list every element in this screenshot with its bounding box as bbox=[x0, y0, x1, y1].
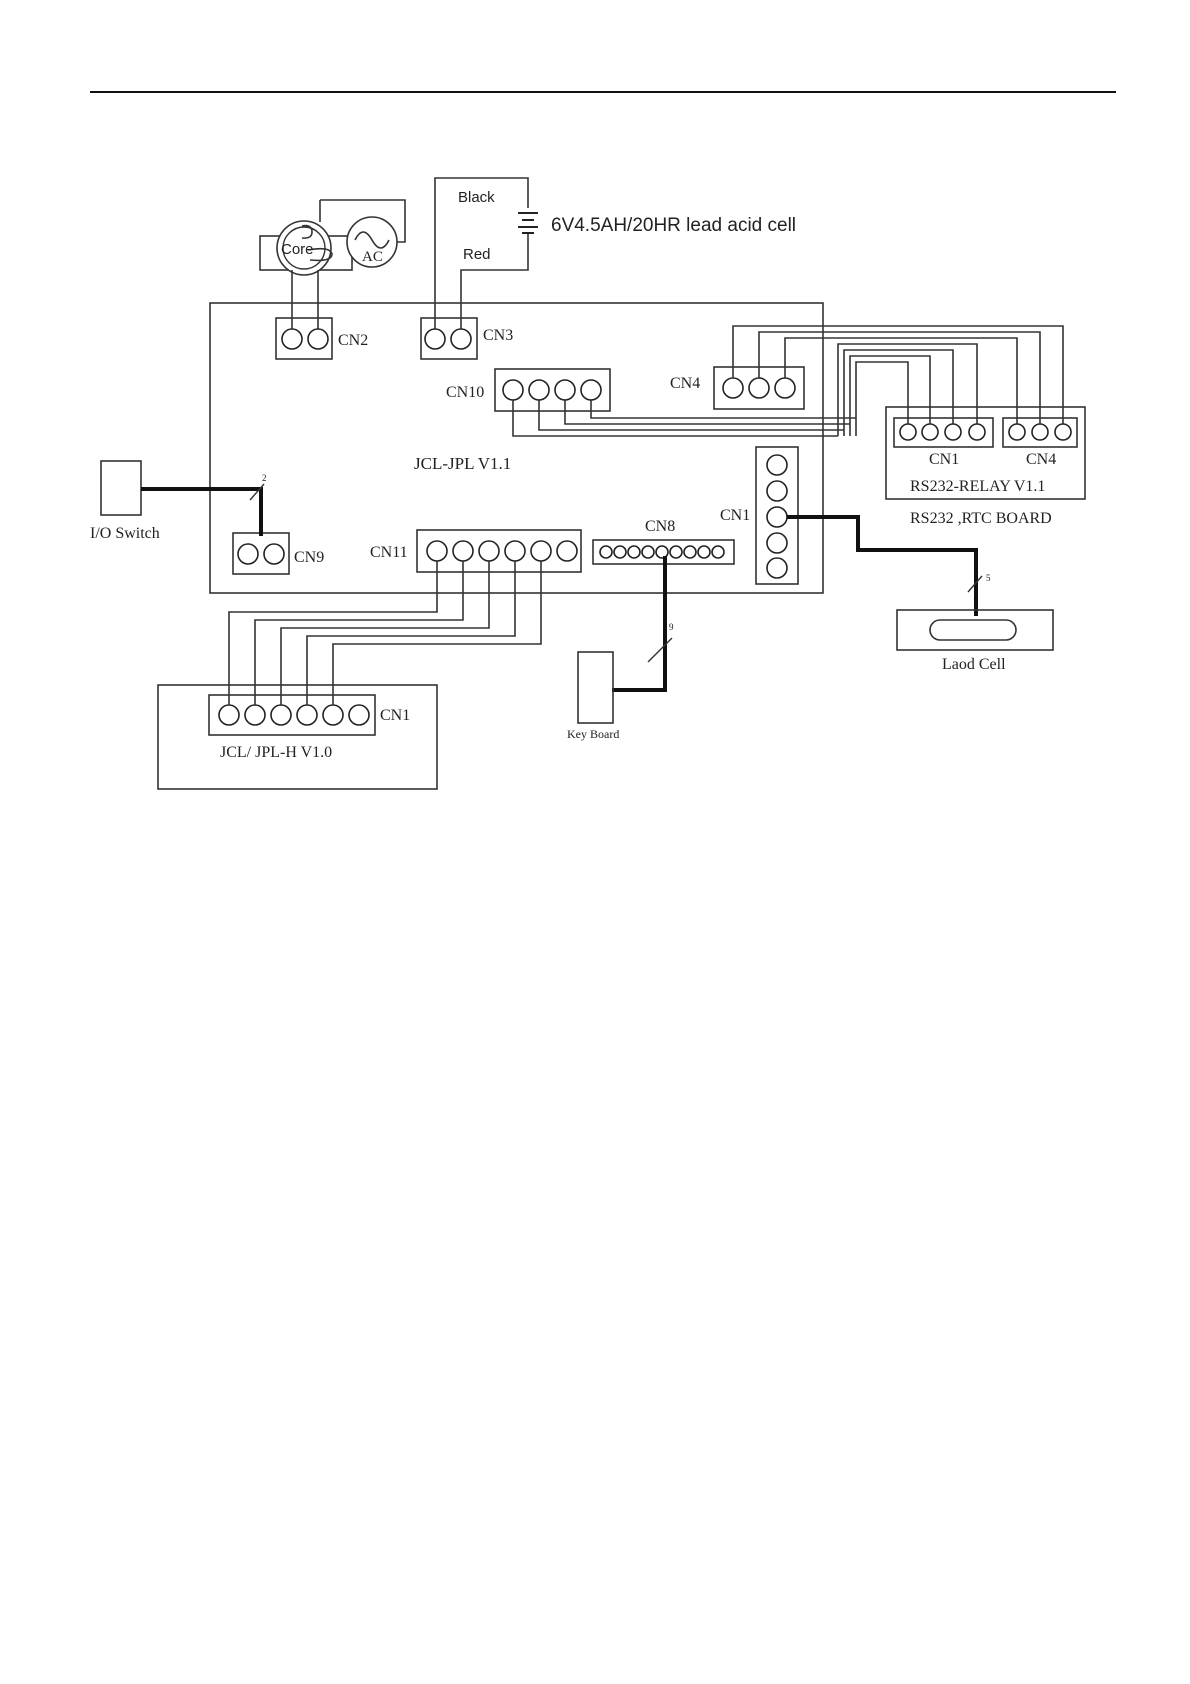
ac-label: AC bbox=[362, 249, 383, 265]
load-cell-symbol bbox=[930, 620, 1016, 640]
display-board-outline bbox=[158, 685, 437, 789]
cn11-label: CN11 bbox=[370, 544, 408, 561]
cn2-pin bbox=[308, 329, 328, 349]
rs-cn4-pin bbox=[1032, 424, 1048, 440]
lc-cable-count: 5 bbox=[986, 573, 991, 583]
cn1-main-pin bbox=[767, 533, 787, 553]
core-label: Core bbox=[281, 241, 314, 258]
main-board-label: JCL-JPL V1.1 bbox=[414, 454, 511, 473]
kb-cable-count: 9 bbox=[669, 622, 674, 632]
rs-cn4-pin bbox=[1055, 424, 1071, 440]
cn1-main-pin bbox=[767, 558, 787, 578]
rs232-relay-board: CN1 CN4 RS232-RELAY V1.1 RS232 ,RTC BOAR… bbox=[886, 407, 1085, 527]
battery-symbol bbox=[518, 213, 538, 233]
cn11-pin bbox=[427, 541, 447, 561]
cn4-main-label: CN4 bbox=[670, 375, 700, 392]
rs-cn1-pin bbox=[945, 424, 961, 440]
red-wire-label: Red bbox=[463, 246, 491, 263]
load-cell-section: 5 Laod Cell bbox=[787, 517, 1053, 673]
cn11-display-wiring bbox=[229, 561, 541, 705]
rs-cn1-pin bbox=[922, 424, 938, 440]
cn1-main-pin bbox=[767, 455, 787, 475]
black-wire-label: Black bbox=[458, 189, 495, 206]
key-board-box bbox=[578, 652, 613, 723]
cn1-main-label: CN1 bbox=[720, 507, 750, 524]
load-cell-label: Laod Cell bbox=[942, 656, 1006, 673]
display-cn1-pin bbox=[297, 705, 317, 725]
cn10-label: CN10 bbox=[446, 384, 484, 401]
key-board-section: 9 Key Board bbox=[567, 556, 674, 741]
cn4-main-pin bbox=[775, 378, 795, 398]
display-board: CN1 JCL/ JPL-H V1.0 bbox=[158, 685, 437, 789]
key-board-cable bbox=[612, 556, 665, 690]
display-cn1-pin bbox=[245, 705, 265, 725]
cn9-pin bbox=[238, 544, 258, 564]
ac-power-input: Core AC bbox=[260, 200, 405, 330]
cn11-pin bbox=[505, 541, 525, 561]
io-switch-box bbox=[101, 461, 141, 515]
load-cell-cable bbox=[787, 517, 976, 616]
main-board: JCL-JPL V1.1 CN2 CN3 CN10 CN4 CN9 bbox=[210, 303, 823, 593]
rtc-board-label: RS232 ,RTC BOARD bbox=[910, 510, 1052, 527]
display-cn1-pin bbox=[219, 705, 239, 725]
display-board-label: JCL/ JPL-H V1.0 bbox=[220, 744, 332, 761]
cn2-pin bbox=[282, 329, 302, 349]
battery-section: Black Red 6V4.5AH/20HR lead acid cell bbox=[435, 178, 796, 330]
cn10-pin bbox=[529, 380, 549, 400]
display-cn1-pin bbox=[349, 705, 369, 725]
kb-cable-slash bbox=[648, 638, 672, 662]
io-switch-section: 2 I/O Switch bbox=[90, 461, 267, 542]
io-cable-count: 2 bbox=[262, 473, 267, 483]
display-cn1-pin bbox=[271, 705, 291, 725]
rs-cn1-pin bbox=[969, 424, 985, 440]
cn11-pin bbox=[531, 541, 551, 561]
rs-cn4-pin bbox=[1009, 424, 1025, 440]
key-board-label: Key Board bbox=[567, 727, 619, 741]
io-switch-label: I/O Switch bbox=[90, 525, 160, 542]
cn9-pin bbox=[264, 544, 284, 564]
cn11-pin bbox=[557, 541, 577, 561]
cn9-label: CN9 bbox=[294, 549, 324, 566]
rs-cn1-pin bbox=[900, 424, 916, 440]
cn1-main-pin bbox=[767, 481, 787, 501]
rs232-board-label: RS232-RELAY V1.1 bbox=[910, 478, 1045, 495]
rs-cn1-label: CN1 bbox=[929, 451, 959, 468]
cn2-label: CN2 bbox=[338, 332, 368, 349]
cn3-pin bbox=[425, 329, 445, 349]
battery-spec-label: 6V4.5AH/20HR lead acid cell bbox=[551, 215, 796, 236]
cn10-pin bbox=[555, 380, 575, 400]
cn10-pin bbox=[581, 380, 601, 400]
cn11-pin bbox=[479, 541, 499, 561]
cn8-label: CN8 bbox=[645, 518, 675, 535]
cn10-pin bbox=[503, 380, 523, 400]
display-cn1-label: CN1 bbox=[380, 707, 410, 724]
display-cn1-pin bbox=[323, 705, 343, 725]
cn3-label: CN3 bbox=[483, 327, 513, 344]
rs-cn4-label: CN4 bbox=[1026, 451, 1056, 468]
cn11-pin bbox=[453, 541, 473, 561]
cn1-main-pin bbox=[767, 507, 787, 527]
cn4-main-pin bbox=[749, 378, 769, 398]
cn4-main-pin bbox=[723, 378, 743, 398]
cn8-pins bbox=[600, 546, 724, 558]
cn3-pin bbox=[451, 329, 471, 349]
